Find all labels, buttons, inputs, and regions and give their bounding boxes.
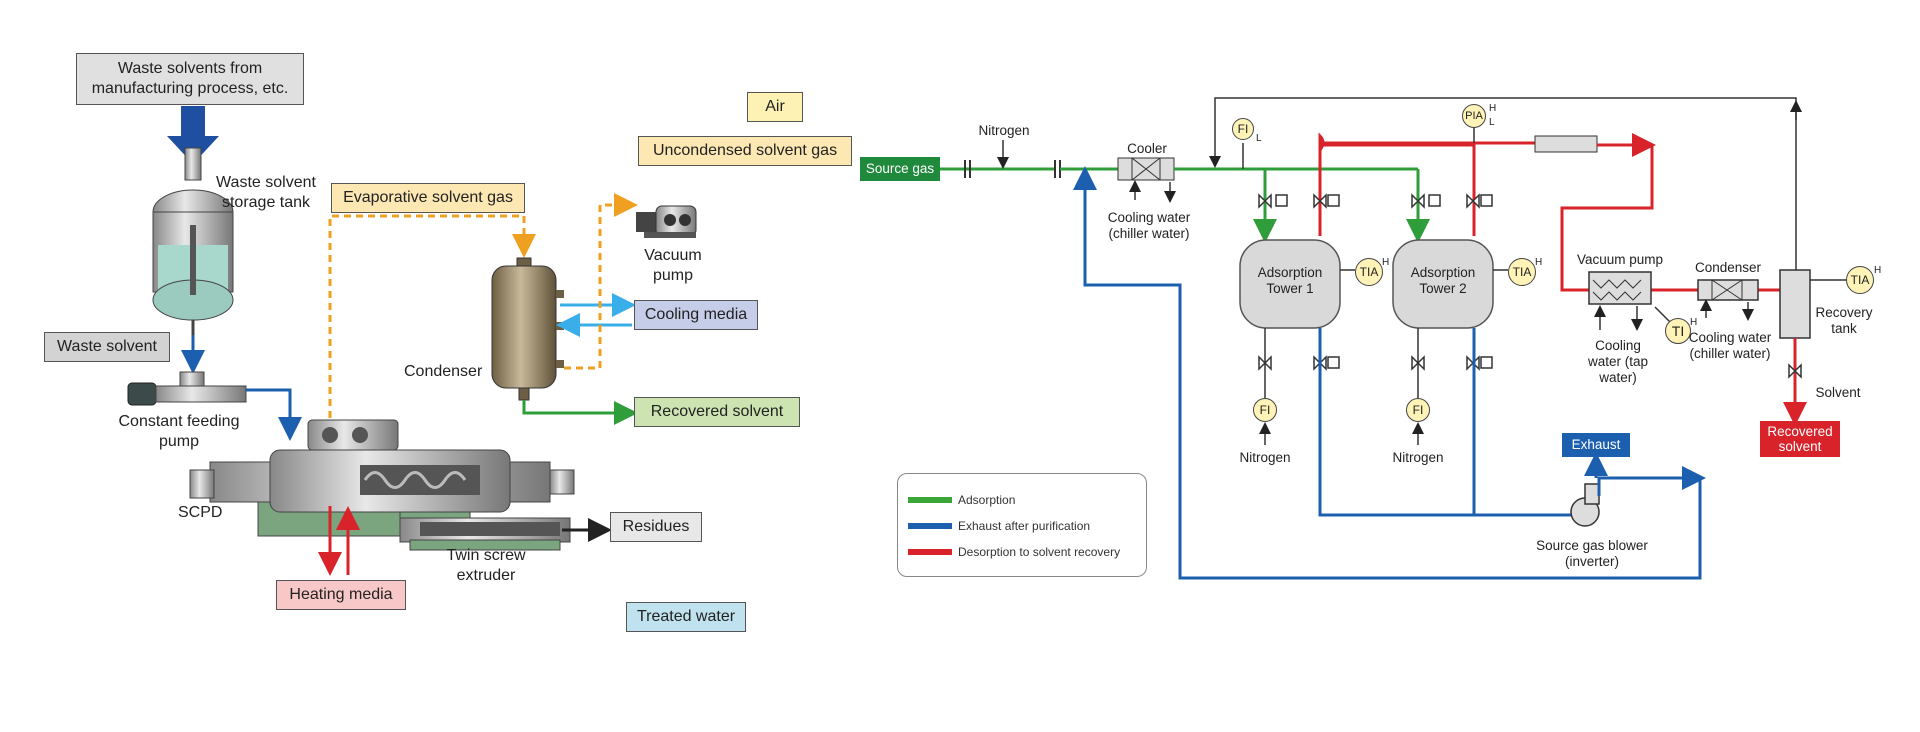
tower-2-label: Adsorption Tower 2 xyxy=(1410,265,1476,296)
source-gas-label: Source gas xyxy=(865,161,935,176)
evap-gas-label: Evaporative solvent gas xyxy=(343,189,513,206)
condenser-label: Condenser xyxy=(404,363,483,380)
treated-water-box: Treated water xyxy=(626,602,746,632)
cooling-water-chiller-label: Cooling water (chiller water) xyxy=(1107,210,1191,241)
storage-tank-shape xyxy=(152,147,234,335)
legend-item-adsorption: Adsorption xyxy=(908,491,1015,509)
residues-box: Residues xyxy=(610,512,702,542)
blower-label: Source gas blower (inverter) xyxy=(1536,538,1648,569)
waste-source-box: Waste solvents from manufacturing proces… xyxy=(76,53,304,105)
legend-item-desorption: Desorption to solvent recovery xyxy=(908,543,1120,561)
feeding-pump-shape xyxy=(127,371,247,406)
air-label: Air xyxy=(765,98,785,115)
cooler-shape xyxy=(1117,157,1175,181)
evap-gas-box: Evaporative solvent gas xyxy=(331,183,525,213)
tia-tower-1-indicator: TIA xyxy=(1355,258,1383,286)
right-recovered-solvent-box: Recovered solvent xyxy=(1760,421,1840,457)
feeding-pump-label: Constant feeding pump xyxy=(118,413,240,450)
ti-indicator: TI xyxy=(1665,318,1691,344)
treated-water-label: Treated water xyxy=(636,608,736,625)
legend-label: Exhaust after purification xyxy=(958,519,1091,533)
exhaust-label: Exhaust xyxy=(1571,437,1621,452)
recovered-solvent-label: Recovered solvent xyxy=(650,403,784,420)
legend-item-exhaust: Exhaust after purification xyxy=(908,517,1090,535)
exhaust-box: Exhaust xyxy=(1562,433,1630,457)
tia-tower-2-high-mark: H xyxy=(1535,257,1543,268)
heating-media-box: Heating media xyxy=(276,580,406,610)
uncondensed-gas-box: Uncondensed solvent gas xyxy=(638,136,852,166)
right-vacuum-pump-shape xyxy=(1588,271,1652,305)
twin-screw-label: Twin screw extruder xyxy=(446,547,526,584)
tia-recovery-high-mark: H xyxy=(1874,265,1882,276)
blower-shape xyxy=(1570,483,1600,527)
legend-label: Desorption to solvent recovery xyxy=(958,545,1121,559)
cooling-chiller2-label: Cooling water (chiller water) xyxy=(1688,330,1772,361)
nitrogen-top-label: Nitrogen xyxy=(978,123,1030,138)
legend-swatch xyxy=(908,549,952,555)
scpd-shape xyxy=(189,419,575,537)
tower-1-shape xyxy=(1239,239,1341,329)
legend: Adsorption Exhaust after purification De… xyxy=(897,473,1147,577)
fi-tower-1-indicator: FI xyxy=(1253,398,1277,422)
pia-low-mark: L xyxy=(1489,117,1495,128)
waste-source-label: Waste solvents from manufacturing proces… xyxy=(91,60,289,97)
tia-tower-2-indicator: TIA xyxy=(1508,258,1536,286)
uncondensed-gas-label: Uncondensed solvent gas xyxy=(652,142,838,159)
fi-main-indicator: FI xyxy=(1232,118,1254,140)
right-vacuum-pump-label: Vacuum pump xyxy=(1576,252,1664,267)
ti-high-mark: H xyxy=(1690,317,1698,328)
vacuum-pump-label: Vacuum pump xyxy=(644,247,702,284)
right-condenser-shape xyxy=(1697,279,1759,301)
source-gas-box: Source gas xyxy=(860,157,940,181)
tower-2-shape xyxy=(1392,239,1494,329)
recovery-tank-label: Recovery tank xyxy=(1815,305,1873,336)
nitrogen-2-label: Nitrogen xyxy=(1392,450,1444,465)
fi-main-low-mark: L xyxy=(1256,133,1262,144)
recovery-tank-shape xyxy=(1779,269,1811,339)
pia-high-mark: H xyxy=(1489,103,1497,114)
recovered-solvent-box: Recovered solvent xyxy=(634,397,800,427)
twin-screw-shape xyxy=(399,517,571,551)
feed-arrow xyxy=(167,106,219,164)
legend-label: Adsorption xyxy=(958,493,1016,507)
right-recovered-solvent-label: Recovered solvent xyxy=(1767,424,1833,454)
cooling-media-box: Cooling media xyxy=(634,300,758,330)
right-condenser-label: Condenser xyxy=(1694,260,1762,275)
vacuum-pump-shape xyxy=(636,205,697,238)
condenser-shape xyxy=(491,257,564,401)
scpd-label: SCPD xyxy=(178,504,223,521)
pia-indicator: PIA xyxy=(1462,104,1486,128)
air-box: Air xyxy=(747,92,803,122)
storage-tank-label: Waste solvent storage tank xyxy=(216,174,316,211)
cooling-media-label: Cooling media xyxy=(644,306,748,323)
residues-label: Residues xyxy=(622,518,690,535)
cooling-tap-label: Cooling water (tap water) xyxy=(1587,338,1649,385)
tia-recovery-indicator: TIA xyxy=(1846,266,1874,294)
waste-solvent-label: Waste solvent xyxy=(57,338,157,355)
cooler-label: Cooler xyxy=(1127,141,1167,156)
nitrogen-1-label: Nitrogen xyxy=(1239,450,1291,465)
tia-tower-1-high-mark: H xyxy=(1382,257,1390,268)
legend-swatch xyxy=(908,497,952,503)
fi-tower-2-indicator: FI xyxy=(1406,398,1430,422)
tower-1-label: Adsorption Tower 1 xyxy=(1257,265,1323,296)
waste-solvent-box: Waste solvent xyxy=(44,332,170,362)
legend-swatch xyxy=(908,523,952,529)
solvent-label: Solvent xyxy=(1815,385,1861,400)
heating-media-label: Heating media xyxy=(289,586,393,603)
